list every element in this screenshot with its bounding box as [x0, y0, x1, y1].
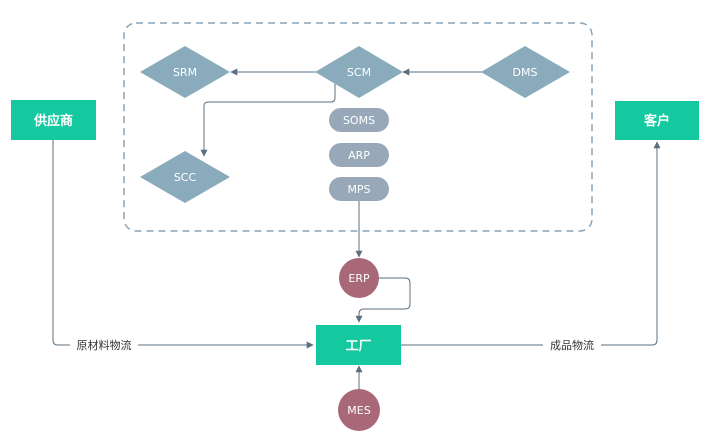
factory-label: 工厂: [345, 339, 371, 354]
supplier-node: 供应商: [11, 100, 96, 140]
scc-label: SCC: [174, 171, 197, 184]
scc-node: SCC: [140, 151, 230, 203]
erp-node: ERP: [339, 258, 379, 298]
factory-node: 工厂: [316, 325, 401, 365]
customer-label: 客户: [644, 113, 670, 129]
arp-label: ARP: [348, 149, 370, 162]
raw-material-flow-label: 原材料物流: [77, 338, 132, 352]
mes-label: MES: [347, 404, 370, 417]
edge-scm-scc: [200, 84, 336, 157]
raw-material-label-bg: [70, 337, 138, 353]
soms-label: SOMS: [343, 114, 375, 127]
edge-factory-customer: [401, 141, 661, 346]
dms-node: DMS: [481, 46, 570, 98]
mps-node: MPS: [329, 177, 389, 201]
srm-label: SRM: [173, 66, 197, 79]
finished-goods-flow-label: 成品物流: [550, 338, 594, 352]
mps-label: MPS: [347, 183, 370, 196]
scm-node: SCM: [315, 46, 403, 98]
scm-label: SCM: [347, 66, 371, 79]
mes-node: MES: [338, 389, 380, 431]
supplier-label: 供应商: [33, 113, 73, 129]
customer-node: 客户: [615, 101, 699, 140]
edge-erp-factory: [355, 277, 411, 323]
erp-label: ERP: [348, 272, 370, 285]
edge-supplier-factory: [52, 140, 314, 349]
system-boundary: [123, 22, 593, 232]
dms-label: DMS: [513, 66, 538, 79]
soms-node: SOMS: [329, 108, 389, 132]
finished-goods-label-bg: [543, 337, 601, 353]
connectors: [52, 68, 661, 389]
arp-node: ARP: [329, 143, 389, 167]
srm-node: SRM: [140, 46, 230, 98]
